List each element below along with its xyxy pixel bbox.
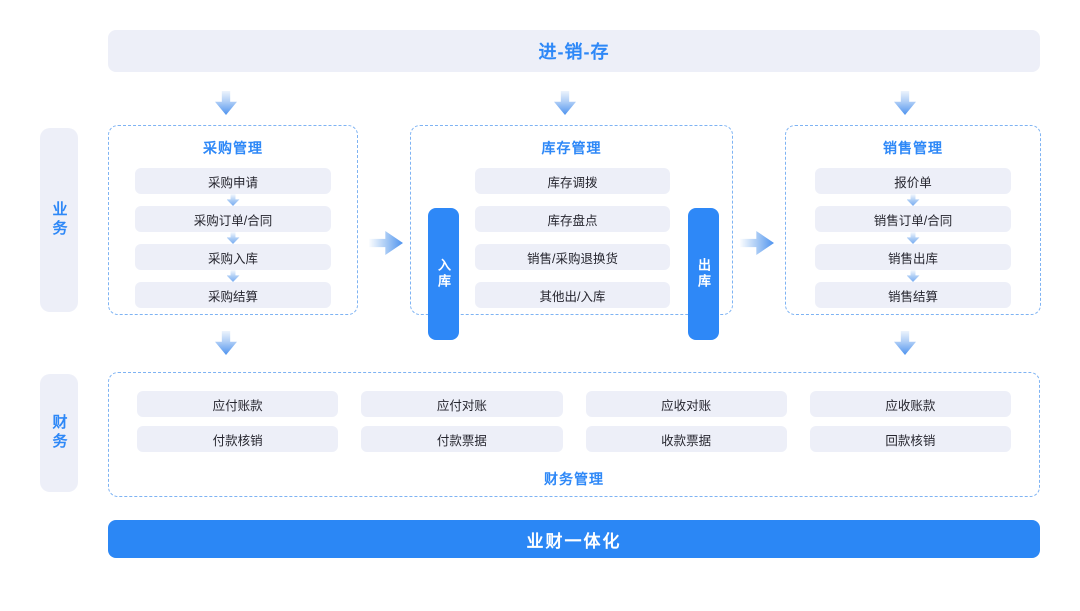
- small-down-arrow: [226, 194, 240, 206]
- inventory-items: 库存调拨 库存盘点 销售/采购退换货 其他出/入库: [475, 168, 670, 308]
- bottom-banner: 业财一体化: [108, 520, 1040, 558]
- section-label-finance: 财务: [40, 374, 78, 492]
- finance-item[interactable]: 付款票据: [361, 426, 563, 452]
- small-down-arrow: [906, 194, 920, 206]
- inbound-pill[interactable]: 入库: [428, 208, 459, 340]
- arrow-down-to-inventory: [554, 91, 576, 115]
- arrow-down-to-sales: [894, 91, 916, 115]
- small-down-arrow: [906, 232, 920, 244]
- inventory-item[interactable]: 销售/采购退换货: [475, 244, 670, 270]
- inventory-item[interactable]: 库存调拨: [475, 168, 670, 194]
- finance-item[interactable]: 收款票据: [585, 426, 787, 452]
- arrow-down-sales-to-finance: [894, 331, 916, 355]
- finance-module: 应付账款 应付对账 应收对账 应收账款 付款核销 付款票据 收款票据 回款核销 …: [108, 372, 1040, 497]
- sales-item[interactable]: 销售订单/合同: [815, 206, 1011, 232]
- inventory-module: 库存管理 入库 库存调拨 库存盘点 销售/采购退换货 其他出/入库 出库: [410, 125, 733, 340]
- section-label-business: 业务: [40, 128, 78, 312]
- top-banner-label: 进-销-存: [538, 42, 610, 62]
- inventory-title: 库存管理: [541, 140, 602, 156]
- arrow-right-purchase-to-inventory: [369, 231, 403, 255]
- purchase-item[interactable]: 采购结算: [135, 282, 331, 308]
- finance-item[interactable]: 付款核销: [137, 426, 339, 452]
- small-down-arrow: [906, 270, 920, 282]
- finance-label: 财务: [50, 414, 68, 452]
- purchase-item[interactable]: 采购订单/合同: [135, 206, 331, 232]
- purchase-item[interactable]: 采购申请: [135, 168, 331, 194]
- sales-item[interactable]: 销售结算: [815, 282, 1011, 308]
- inventory-item[interactable]: 库存盘点: [475, 206, 670, 232]
- small-down-arrow: [226, 232, 240, 244]
- arrow-down-purchase-to-finance: [215, 331, 237, 355]
- sales-flow: 报价单 销售订单/合同 销售出库 销售结算: [815, 168, 1011, 308]
- business-label: 业务: [50, 201, 68, 239]
- sales-item[interactable]: 报价单: [815, 168, 1011, 194]
- arrow-right-inventory-to-sales: [740, 231, 774, 255]
- outbound-pill[interactable]: 出库: [688, 208, 719, 340]
- finance-item[interactable]: 应付对账: [361, 391, 563, 417]
- inbound-label: 入库: [436, 258, 451, 290]
- sales-title: 销售管理: [883, 140, 943, 156]
- finance-item[interactable]: 应收对账: [585, 391, 787, 417]
- top-banner: 进-销-存: [108, 30, 1040, 72]
- finance-grid: 应付账款 应付对账 应收对账 应收账款 付款核销 付款票据 收款票据 回款核销: [109, 373, 1039, 452]
- purchase-title: 采购管理: [203, 140, 263, 156]
- sales-module: 销售管理 报价单 销售订单/合同 销售出库 销售结算: [785, 125, 1041, 315]
- finance-item[interactable]: 应收账款: [809, 391, 1011, 417]
- small-down-arrow: [226, 270, 240, 282]
- finance-title: 财务管理: [544, 471, 604, 487]
- inventory-item[interactable]: 其他出/入库: [475, 282, 670, 308]
- purchase-item[interactable]: 采购入库: [135, 244, 331, 270]
- inventory-body: 入库 库存调拨 库存盘点 销售/采购退换货 其他出/入库 出库: [411, 168, 732, 340]
- purchase-flow: 采购申请 采购订单/合同 采购入库 采购结算: [135, 168, 331, 308]
- finance-item[interactable]: 回款核销: [809, 426, 1011, 452]
- bottom-banner-label: 业财一体化: [526, 531, 622, 551]
- finance-item[interactable]: 应付账款: [137, 391, 339, 417]
- arrow-down-to-purchase: [215, 91, 237, 115]
- outbound-label: 出库: [696, 258, 711, 290]
- sales-item[interactable]: 销售出库: [815, 244, 1011, 270]
- purchase-module: 采购管理 采购申请 采购订单/合同 采购入库 采购结算: [108, 125, 358, 315]
